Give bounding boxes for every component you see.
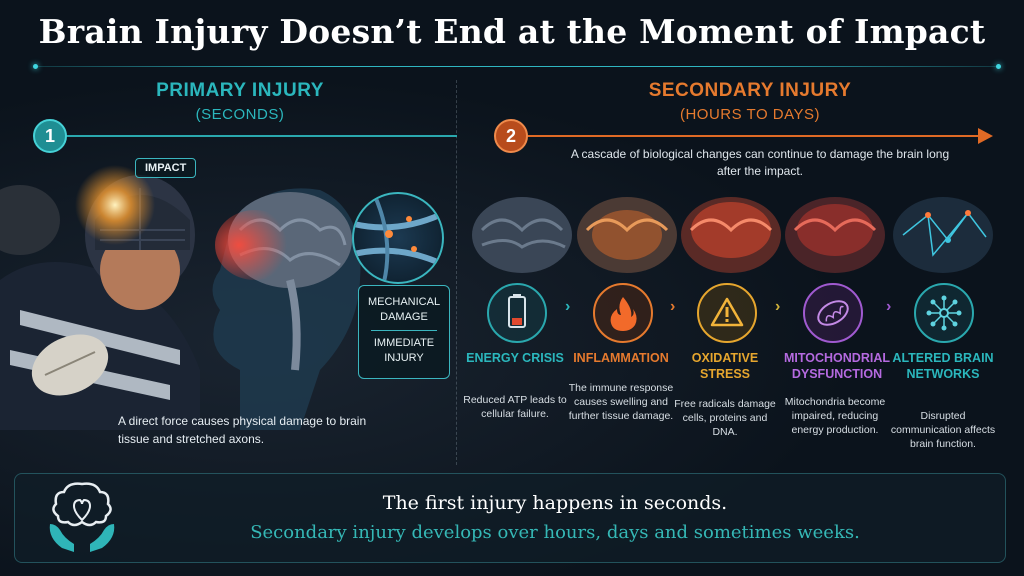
flame-icon [593,283,653,343]
brain-mitochondrial-dysfunction [785,197,885,273]
step-number-1: 1 [33,119,67,153]
primary-injury-caption: A direct force causes physical damage to… [118,414,367,446]
primary-injury-timing: (SECONDS) [195,106,285,123]
step-title-energy-crisis: ENERGY CRISIS [466,351,564,365]
network-icon [914,283,974,343]
title-underline [36,66,1000,67]
step-desc-oxidative-stress: Free radicals damage cells, proteins and… [674,398,776,438]
page-title: Brain Injury Doesn’t End at the Moment o… [38,12,986,51]
effects-separator [371,330,437,331]
primary-timeline [55,135,457,137]
step-title-altered-brain-networks: ALTERED BRAIN NETWORKS [892,351,994,381]
cascade-description: A cascade of biological changes can cont… [570,147,950,178]
brain-oxidative-stress [681,197,781,273]
immediate-injury-label: IMMEDIATE INJURY [373,337,435,364]
step-desc-altered-brain-networks: Disrupted communication affects brain fu… [890,410,996,450]
summary-line-2: Secondary injury develops over hours, da… [250,522,860,543]
brain-heart-hands-icon [49,482,115,552]
axon-zoom-icon [352,192,444,284]
timeline-arrow-icon [978,128,993,144]
section-divider [456,80,458,465]
summary-line-1: The first injury happens in seconds. [382,492,728,514]
secondary-injury-title: SECONDARY INJURY [648,80,852,101]
chevron-right-icon: › [670,298,676,315]
rugby-player-illustration [0,165,200,430]
mechanical-damage-label: MECHANICAL DAMAGE [367,296,441,323]
step-desc-energy-crisis: Reduced ATP leads to cellular failure. [463,394,567,420]
chevron-right-icon: › [775,298,781,315]
head-brain-illustration [212,188,361,430]
chevron-right-icon: › [886,298,892,315]
step-number-2: 2 [494,119,528,153]
secondary-injury-timing: (HOURS TO DAYS) [679,106,821,123]
battery-icon [487,283,547,343]
underline-dot-left [33,64,38,69]
step-title-inflammation: INFLAMMATION [573,351,669,365]
brain-altered-networks [893,197,993,273]
step-desc-mitochondrial-dysfunction: Mitochondria become impaired, reducing e… [784,396,886,436]
step-title-oxidative-stress: OXIDATIVE STRESS [691,351,759,381]
underline-dot-right [996,64,1001,69]
brain-inflammation [577,197,677,273]
chevron-right-icon: › [565,298,571,315]
brain-energy-crisis [472,197,572,273]
summary-banner [14,473,1006,563]
secondary-timeline [516,135,981,137]
step-desc-inflammation: The immune response causes swelling and … [568,382,674,422]
warning-icon [697,283,757,343]
impact-label: IMPACT [135,158,197,178]
primary-injury-effects-box: MECHANICAL DAMAGE IMMEDIATE INJURY [358,285,450,379]
mitochondria-icon [803,283,863,343]
step-title-mitochondrial-dysfunction: MITOCHONDRIAL DYSFUNCTION [783,351,890,381]
primary-injury-title: PRIMARY INJURY [156,80,324,101]
